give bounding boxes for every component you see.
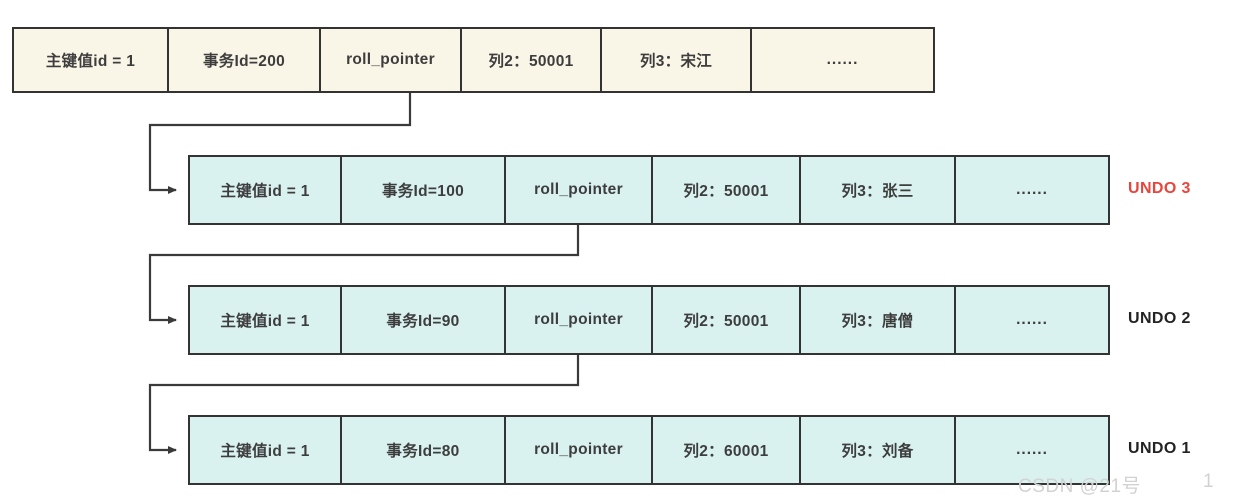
- undo3-cell-roll-pointer: roll_pointer: [506, 157, 653, 223]
- undo-label-1: UNDO 1: [1128, 440, 1191, 457]
- undo1-cell-roll-pointer: roll_pointer: [506, 417, 653, 483]
- undo1-cell-primary-key: 主键值id = 1: [190, 417, 342, 483]
- record-cell-roll-pointer: roll_pointer: [321, 29, 462, 91]
- watermark-text: CSDN @21号: [1018, 476, 1142, 497]
- current-record-row: 主键值id = 1 事务Id=200 roll_pointer 列2：50001…: [12, 27, 935, 93]
- record-cell-col3: 列3：宋江: [602, 29, 752, 91]
- watermark-page-number: 1: [1203, 471, 1215, 492]
- undo2-cell-primary-key: 主键值id = 1: [190, 287, 342, 353]
- record-cell-more: ......: [752, 29, 933, 91]
- record-cell-col2: 列2：50001: [462, 29, 602, 91]
- undo-log-row-1: 主键值id = 1 事务Id=80 roll_pointer 列2：60001 …: [188, 415, 1110, 485]
- undo-log-row-3: 主键值id = 1 事务Id=100 roll_pointer 列2：50001…: [188, 155, 1110, 225]
- undo3-cell-primary-key: 主键值id = 1: [190, 157, 342, 223]
- undo1-cell-col2: 列2：60001: [653, 417, 801, 483]
- undo-label-2: UNDO 2: [1128, 310, 1191, 327]
- undo3-cell-col3: 列3：张三: [801, 157, 956, 223]
- undo2-cell-col2: 列2：50001: [653, 287, 801, 353]
- undo3-cell-col2: 列2：50001: [653, 157, 801, 223]
- undo-log-row-2: 主键值id = 1 事务Id=90 roll_pointer 列2：50001 …: [188, 285, 1110, 355]
- undo-label-3: UNDO 3: [1128, 180, 1191, 197]
- undo1-cell-trx-id: 事务Id=80: [342, 417, 506, 483]
- undo3-cell-trx-id: 事务Id=100: [342, 157, 506, 223]
- record-cell-trx-id: 事务Id=200: [169, 29, 321, 91]
- undo1-cell-col3: 列3：刘备: [801, 417, 956, 483]
- undo2-cell-trx-id: 事务Id=90: [342, 287, 506, 353]
- undo2-cell-col3: 列3：唐僧: [801, 287, 956, 353]
- undo1-cell-more: ......: [956, 417, 1108, 483]
- undo2-cell-more: ......: [956, 287, 1108, 353]
- record-cell-primary-key: 主键值id = 1: [14, 29, 169, 91]
- undo2-cell-roll-pointer: roll_pointer: [506, 287, 653, 353]
- undo3-cell-more: ......: [956, 157, 1108, 223]
